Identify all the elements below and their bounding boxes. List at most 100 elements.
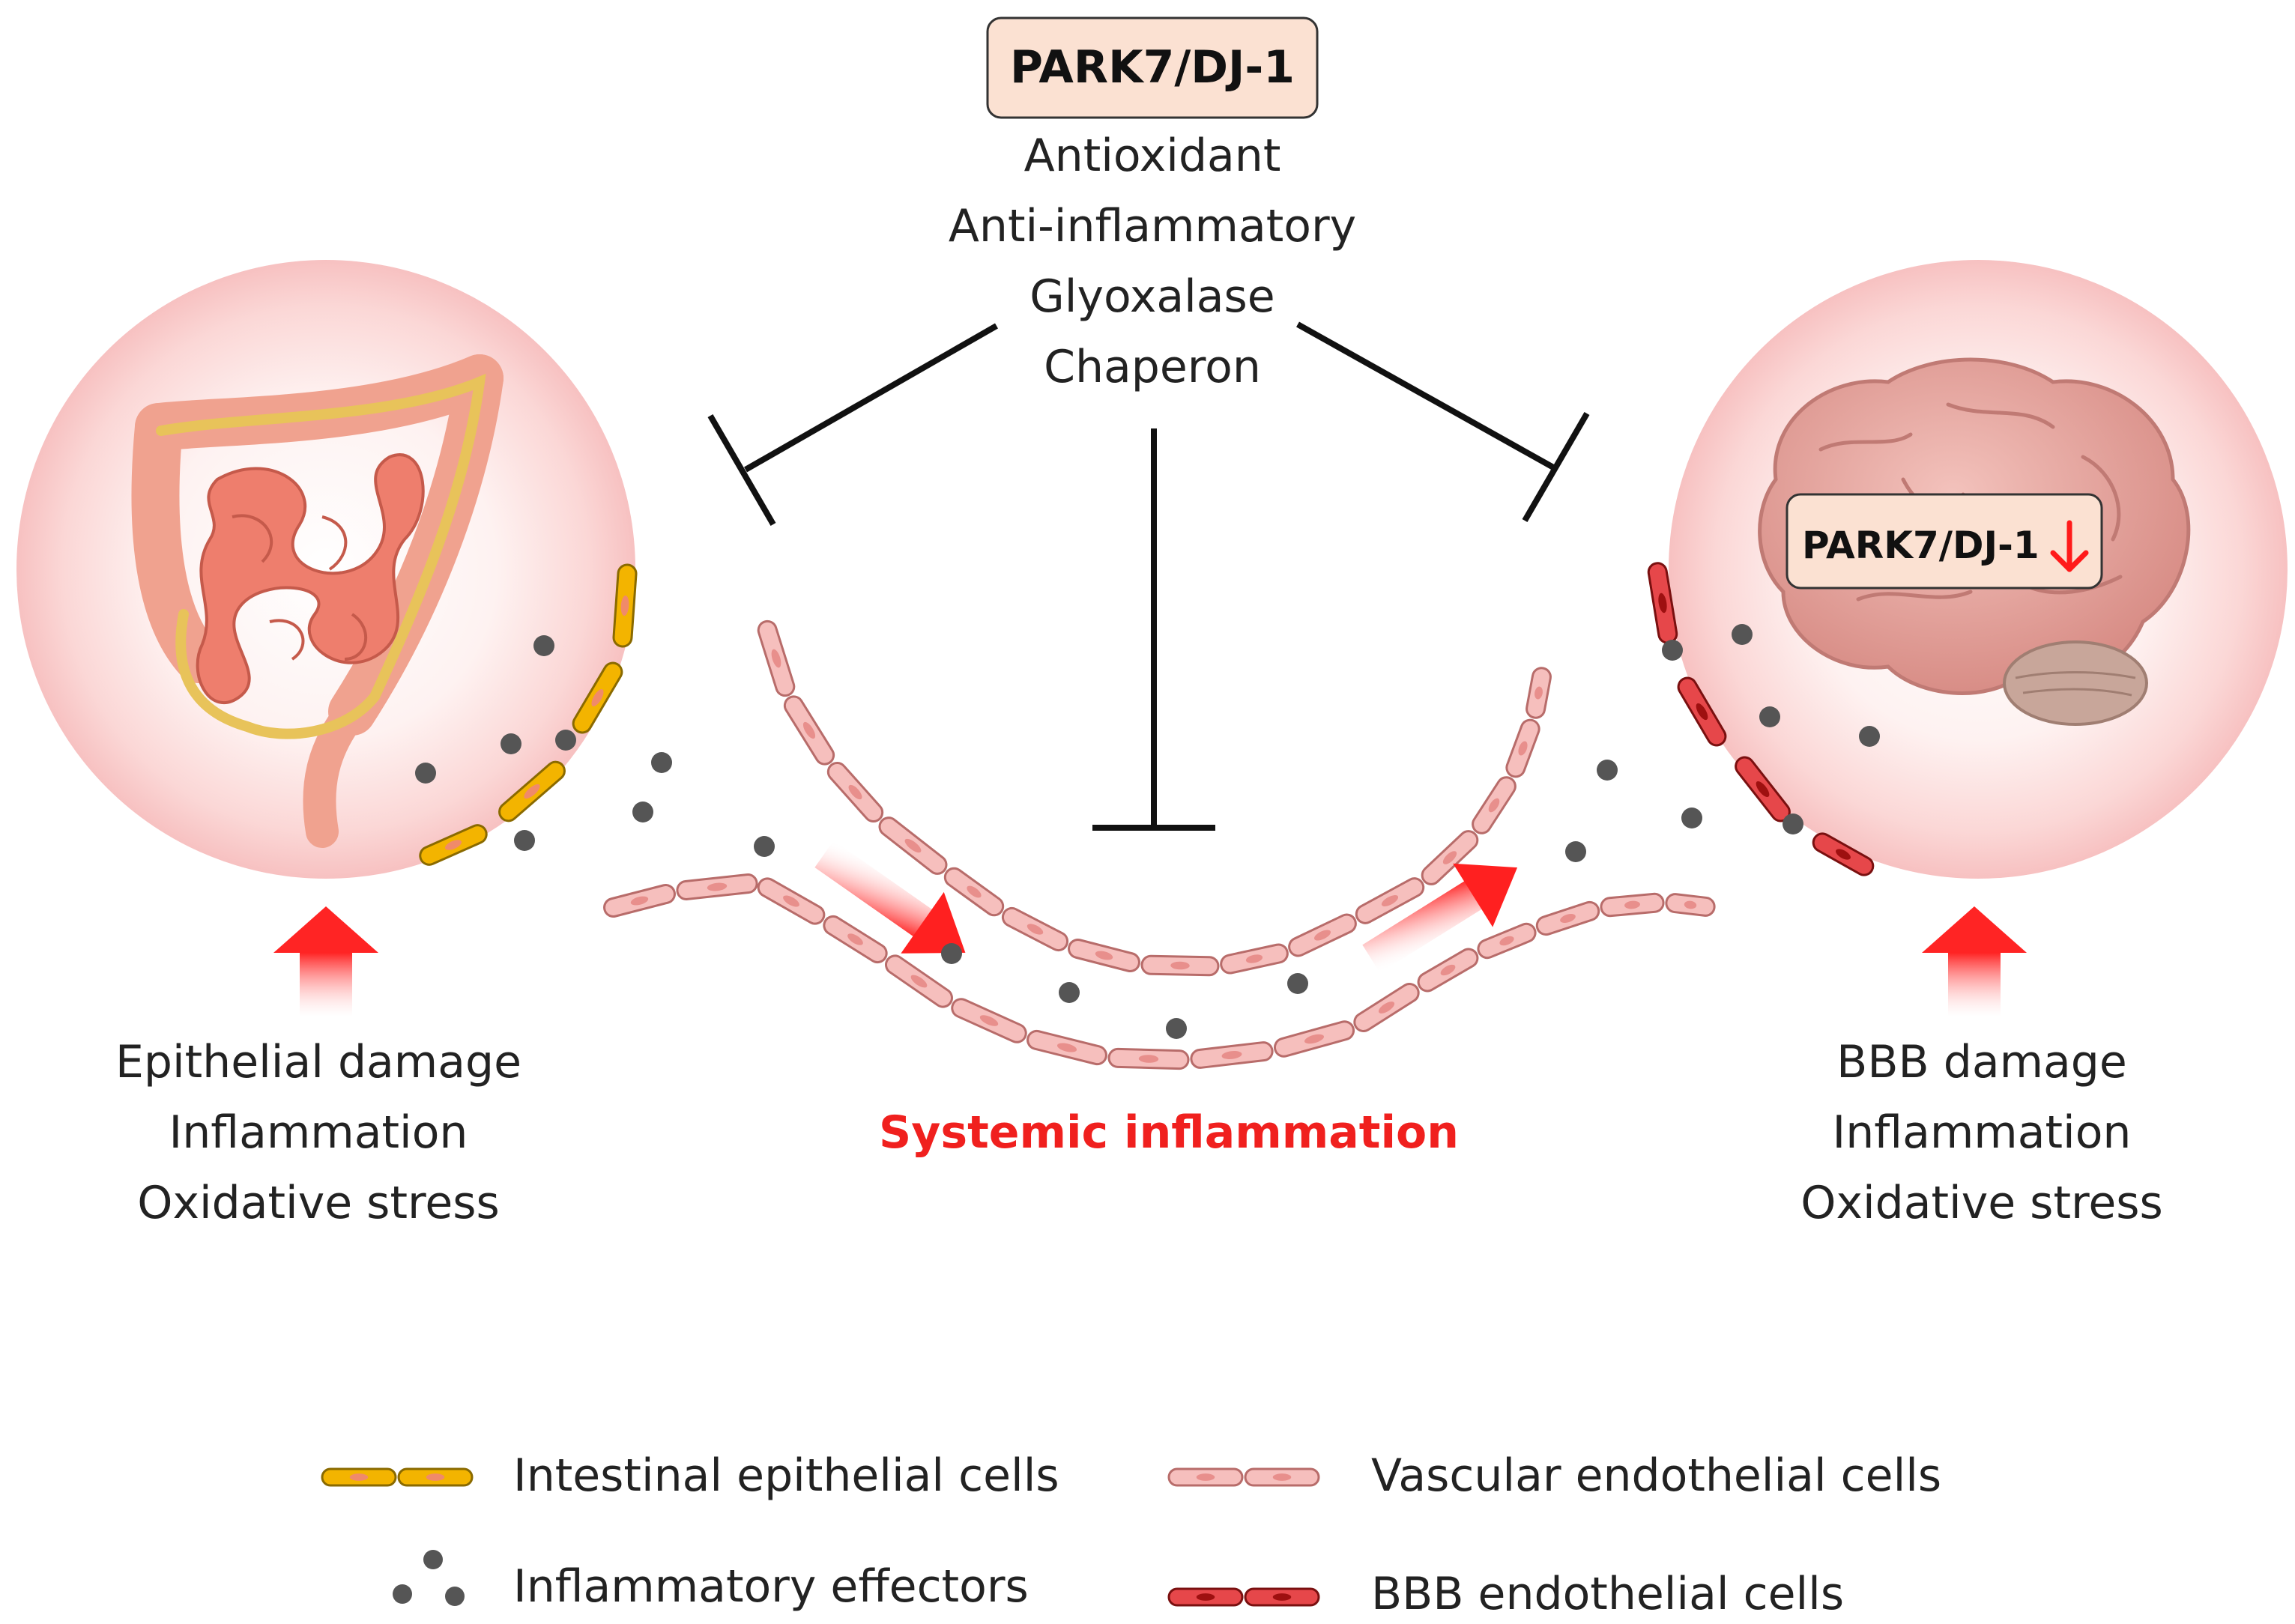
vascular-cell	[1417, 948, 1479, 993]
epithelial-cell	[419, 824, 488, 866]
vascular-cell	[1600, 892, 1665, 918]
brain-effect-bbb-damage: BBB damage	[1836, 1036, 2127, 1088]
legend-intestinal-swatch	[321, 1467, 474, 1487]
effector-dot	[514, 830, 535, 851]
vascular-cell	[1140, 954, 1220, 977]
effector-dot	[1859, 726, 1880, 747]
effector-dot	[1732, 624, 1753, 645]
effector-dot	[415, 763, 436, 784]
bbb-cell	[1677, 676, 1727, 747]
inflammatory-effectors	[415, 624, 1880, 1039]
vascular-cell	[1068, 938, 1140, 973]
legend-vascular-swatch	[1167, 1467, 1320, 1487]
inhibit-left-line	[744, 323, 998, 473]
function-antioxidant: Antioxidant	[1024, 130, 1281, 182]
vascular-cell	[603, 883, 676, 918]
legend-vascular-cell	[1167, 1467, 1244, 1487]
arrow-down-icon	[2050, 520, 2089, 572]
vascular-cell	[1526, 667, 1552, 719]
vascular-cell	[783, 695, 835, 766]
gut-effect-epithelial-damage: Epithelial damage	[115, 1036, 521, 1088]
effector-dot	[555, 730, 576, 751]
epithelial-cell	[612, 563, 638, 648]
effector-dot	[501, 733, 521, 754]
inhibition-lines	[707, 321, 1590, 831]
vascular-cell	[885, 954, 953, 1008]
vascular-cell	[1477, 922, 1537, 960]
brain-effect-inflammation: Inflammation	[1833, 1106, 2132, 1159]
vascular-cell	[1273, 1020, 1355, 1058]
effector-dot	[651, 752, 672, 773]
vascular-cell	[676, 873, 758, 900]
gut-panel	[16, 260, 635, 879]
legend-bbb-cell	[1244, 1587, 1320, 1607]
inhibit-right-bar	[1522, 411, 1590, 523]
legend-effectors-label: Inflammatory effectors	[513, 1560, 1029, 1613]
effector-dot	[1681, 808, 1702, 828]
effector-dot	[1759, 706, 1780, 727]
vascular-cell	[1026, 1029, 1107, 1066]
vascular-cell	[826, 761, 884, 823]
vascular-cell	[1355, 877, 1425, 924]
vascular-cell	[1288, 913, 1357, 957]
gut-effect-inflammation: Inflammation	[169, 1106, 468, 1159]
inhibit-right-line	[1296, 321, 1556, 471]
vascular-cell	[943, 867, 1005, 917]
gut-effect-oxidative-stress: Oxidative stress	[137, 1177, 500, 1229]
effector-dot	[1783, 813, 1803, 834]
vascular-cell	[757, 619, 796, 697]
vascular-cell	[1220, 943, 1289, 975]
brain-up-arrow	[1922, 906, 2027, 1017]
bbb-endothelial-cells	[1647, 562, 1875, 876]
effector-dot	[533, 635, 554, 656]
legend-bbb-cell	[1167, 1587, 1244, 1607]
effector-dot	[632, 802, 653, 822]
effector-dot	[754, 836, 775, 857]
legend-epithelial-cell	[397, 1467, 474, 1487]
legend-bbb-swatch	[1167, 1587, 1320, 1607]
effector-dot	[1287, 973, 1308, 994]
vessel-vascular-endothelial-cells	[603, 619, 1716, 1070]
center-park7-box	[986, 16, 1319, 119]
vascular-cell	[823, 915, 888, 964]
function-anti-inflammatory: Anti-inflammatory	[949, 200, 1356, 252]
effector-dot	[1166, 1018, 1187, 1039]
vascular-cell	[1001, 906, 1069, 952]
vascular-cell	[878, 816, 948, 875]
legend-epithelial-cell	[321, 1467, 397, 1487]
vascular-cell	[1535, 900, 1600, 936]
inhibit-left-bar	[707, 413, 776, 527]
flow-arrow-blood-to-brain	[1362, 863, 1518, 973]
effector-dot	[941, 943, 962, 964]
intestinal-epithelial-cells	[419, 563, 638, 866]
vascular-cell	[1665, 893, 1716, 917]
intestine-icon	[131, 354, 504, 848]
effector-dot	[1059, 982, 1080, 1003]
legend-effectors-swatch	[393, 1550, 465, 1606]
brain-panel: PARK7/DJ-1	[1669, 260, 2288, 879]
brain-park7-box	[1785, 493, 2103, 590]
brain-effect-oxidative-stress: Oxidative stress	[1800, 1177, 2163, 1229]
vascular-cell	[1190, 1041, 1274, 1069]
legend: Intestinal epithelial cells Vascular end…	[321, 1449, 1941, 1620]
flow-arrow-gut-to-blood	[814, 840, 966, 954]
legend-vascular-cell	[1244, 1467, 1320, 1487]
epithelial-cell	[498, 760, 566, 822]
epithelial-cell	[572, 661, 623, 734]
vascular-cell	[1107, 1047, 1190, 1070]
legend-bbb-label: BBB endothelial cells	[1371, 1568, 1844, 1620]
legend-vascular-label: Vascular endothelial cells	[1371, 1449, 1941, 1502]
brain-park7-label: PARK7/DJ-1	[1802, 524, 2040, 567]
vascular-cell	[1472, 776, 1517, 834]
function-chaperon: Chaperon	[1044, 341, 1261, 393]
effector-dot	[1565, 841, 1586, 862]
vascular-cell	[757, 877, 826, 925]
vascular-cell	[951, 998, 1027, 1043]
effector-dot	[1597, 760, 1618, 781]
systemic-inflammation-label: Systemic inflammation	[879, 1106, 1459, 1159]
legend-intestinal-label: Intestinal epithelial cells	[513, 1449, 1059, 1502]
center-park7-label: PARK7/DJ-1	[1010, 41, 1295, 94]
bbb-cell	[1735, 756, 1791, 822]
function-glyoxalase: Glyoxalase	[1029, 270, 1275, 323]
